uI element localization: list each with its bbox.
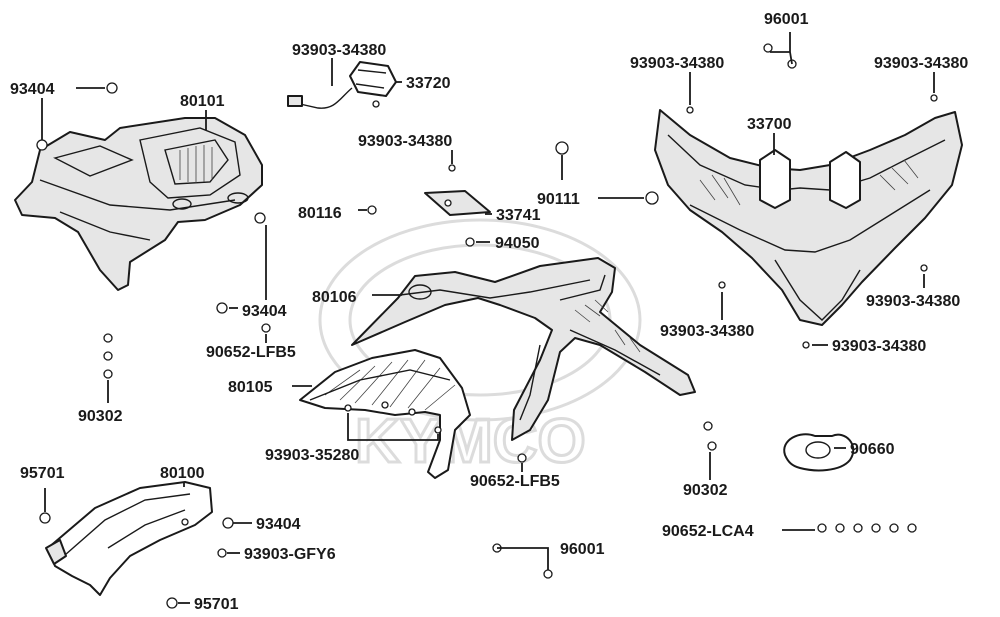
label-90652-lfb5-b[interactable]: 90652-LFB5 [470, 473, 560, 490]
label-80105[interactable]: 80105 [228, 379, 273, 396]
label-93903-34380-g[interactable]: 93903-34380 [832, 338, 926, 355]
label-90111[interactable]: 90111 [537, 191, 580, 208]
label-80106[interactable]: 80106 [312, 289, 357, 306]
watermark-text: KYMCO [355, 407, 586, 476]
part-80106-rear-grip[interactable] [351, 257, 696, 441]
label-95701-b[interactable]: 95701 [194, 596, 239, 613]
label-93404-c[interactable]: 93404 [256, 516, 301, 533]
part-33720-switch[interactable] [287, 61, 397, 109]
label-93903-34380-a[interactable]: 93903-34380 [292, 42, 386, 59]
part-80100-fender[interactable] [45, 481, 213, 596]
part-33700-rear-cover[interactable] [654, 109, 963, 326]
label-33700[interactable]: 33700 [747, 116, 792, 133]
label-90660[interactable]: 90660 [850, 441, 895, 458]
fasteners [36, 43, 938, 609]
part-labels: 96001 93903-34380 33720 93404 80101 9390… [10, 11, 968, 613]
label-80101[interactable]: 80101 [180, 93, 225, 110]
label-93903-gfy6[interactable]: 93903-GFY6 [244, 546, 336, 563]
label-80116[interactable]: 80116 [298, 205, 342, 222]
label-93903-35280[interactable]: 93903-35280 [265, 447, 359, 464]
leader-lines [41, 32, 935, 604]
label-93404-b[interactable]: 93404 [242, 303, 287, 320]
part-80101-inner-box[interactable] [14, 117, 263, 291]
label-94050[interactable]: 94050 [495, 235, 540, 252]
label-95701-a[interactable]: 95701 [20, 465, 65, 482]
part-33741-plate[interactable] [424, 190, 491, 216]
label-90652-lca4[interactable]: 90652-LCA4 [662, 523, 754, 540]
part-90660-clip[interactable] [783, 433, 855, 472]
label-93903-34380-f[interactable]: 93903-34380 [660, 323, 754, 340]
part-80105-rack[interactable] [299, 349, 471, 479]
label-93903-34380-c[interactable]: 93903-34380 [874, 55, 968, 72]
label-33720[interactable]: 33720 [406, 75, 451, 92]
label-93903-34380-e[interactable]: 93903-34380 [866, 293, 960, 310]
label-33741[interactable]: 33741 [496, 207, 541, 224]
label-93903-34380-d[interactable]: 93903-34380 [358, 133, 452, 150]
label-93404-a[interactable]: 93404 [10, 81, 55, 98]
label-90302-a[interactable]: 90302 [78, 408, 123, 425]
label-80100[interactable]: 80100 [160, 465, 205, 482]
label-93903-34380-b[interactable]: 93903-34380 [630, 55, 724, 72]
kymco-watermark: KYMCO [318, 218, 642, 478]
label-96001-bottom[interactable]: 96001 [560, 541, 605, 558]
label-96001-top[interactable]: 96001 [764, 11, 809, 28]
label-90302-b[interactable]: 90302 [683, 482, 728, 499]
label-90652-lfb5-a[interactable]: 90652-LFB5 [206, 344, 296, 361]
